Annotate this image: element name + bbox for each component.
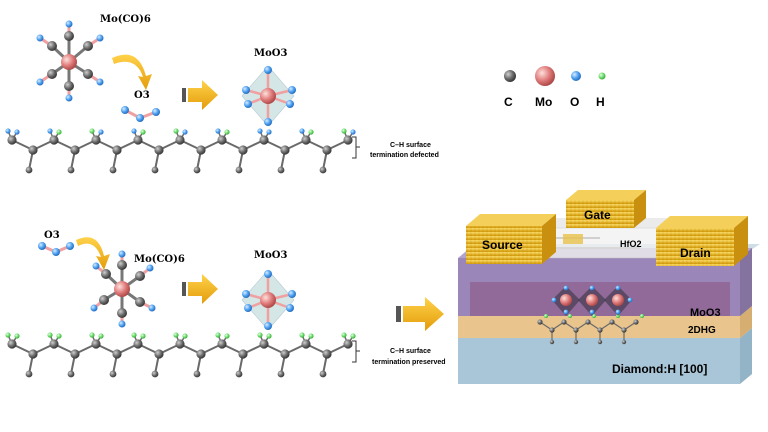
ozone-molecule-top xyxy=(121,106,160,122)
channel-label: 2DHG xyxy=(688,325,716,336)
dielectric-label: HfO2 xyxy=(620,239,642,249)
annotation-bracket-bottom xyxy=(352,340,360,363)
gate-electrode xyxy=(566,190,646,228)
annotation-line1-top: C–H surface xyxy=(390,142,431,149)
annotation-line2-bottom: termination preserved xyxy=(372,359,446,366)
curved-arrow-top xyxy=(112,54,152,90)
moo3-octahedron-top xyxy=(241,65,296,127)
product-label-top: MoO3 xyxy=(254,48,287,59)
legend-label-o: O xyxy=(570,95,579,109)
moo3-layer-label: MoO3 xyxy=(690,307,721,319)
moo3-octahedron-bottom xyxy=(241,269,296,331)
legend-label-mo: Mo xyxy=(535,95,552,109)
moco6-molecule-top xyxy=(36,20,104,102)
top-panel: Mo(CO)6 O3 xyxy=(5,14,439,174)
product-label-bottom: MoO3 xyxy=(254,250,287,261)
moco6-molecule-bottom xyxy=(90,250,156,328)
hydrogen-legend-icon xyxy=(598,72,606,80)
annotation-bracket-top xyxy=(352,136,360,159)
carbon-legend-icon xyxy=(504,70,516,82)
curved-arrow-bottom xyxy=(76,237,110,270)
drain-electrode xyxy=(656,216,748,266)
block-arrow-top xyxy=(182,80,218,110)
precursor-label-top: Mo(CO)6 xyxy=(100,14,151,25)
source-label: Source xyxy=(482,238,523,252)
oxidant-label-bottom: O3 xyxy=(44,230,60,241)
ozone-molecule-bottom xyxy=(38,242,74,256)
gate-label: Gate xyxy=(584,208,611,222)
precursor-label-bottom: Mo(CO)6 xyxy=(134,254,185,265)
channel-layer xyxy=(458,306,752,338)
atom-legend: C Mo O H xyxy=(504,66,606,109)
substrate-label: Diamond:H [100] xyxy=(612,362,707,376)
device-octahedra xyxy=(551,285,633,316)
diamond-surface-top xyxy=(5,128,356,174)
bottom-panel: O3 xyxy=(5,230,446,378)
block-arrow-bottom xyxy=(182,274,218,304)
diamond-surface-bottom xyxy=(5,332,356,378)
block-arrow-device xyxy=(396,297,444,331)
legend-label-h: H xyxy=(596,95,605,109)
annotation-line2-top: termination defected xyxy=(370,152,439,159)
device-lattice xyxy=(537,285,644,345)
annotation-line1-bottom: C–H surface xyxy=(390,348,431,355)
source-electrode xyxy=(466,214,556,264)
mosfet-device: HfO2 Source Drain Gate MoO3 2DHG Diamond… xyxy=(458,190,760,384)
oxidant-label-top: O3 xyxy=(134,90,150,101)
molybdenum-legend-icon xyxy=(535,66,555,86)
oxygen-legend-icon xyxy=(571,71,581,81)
legend-label-c: C xyxy=(504,95,513,109)
drain-label: Drain xyxy=(680,246,711,260)
